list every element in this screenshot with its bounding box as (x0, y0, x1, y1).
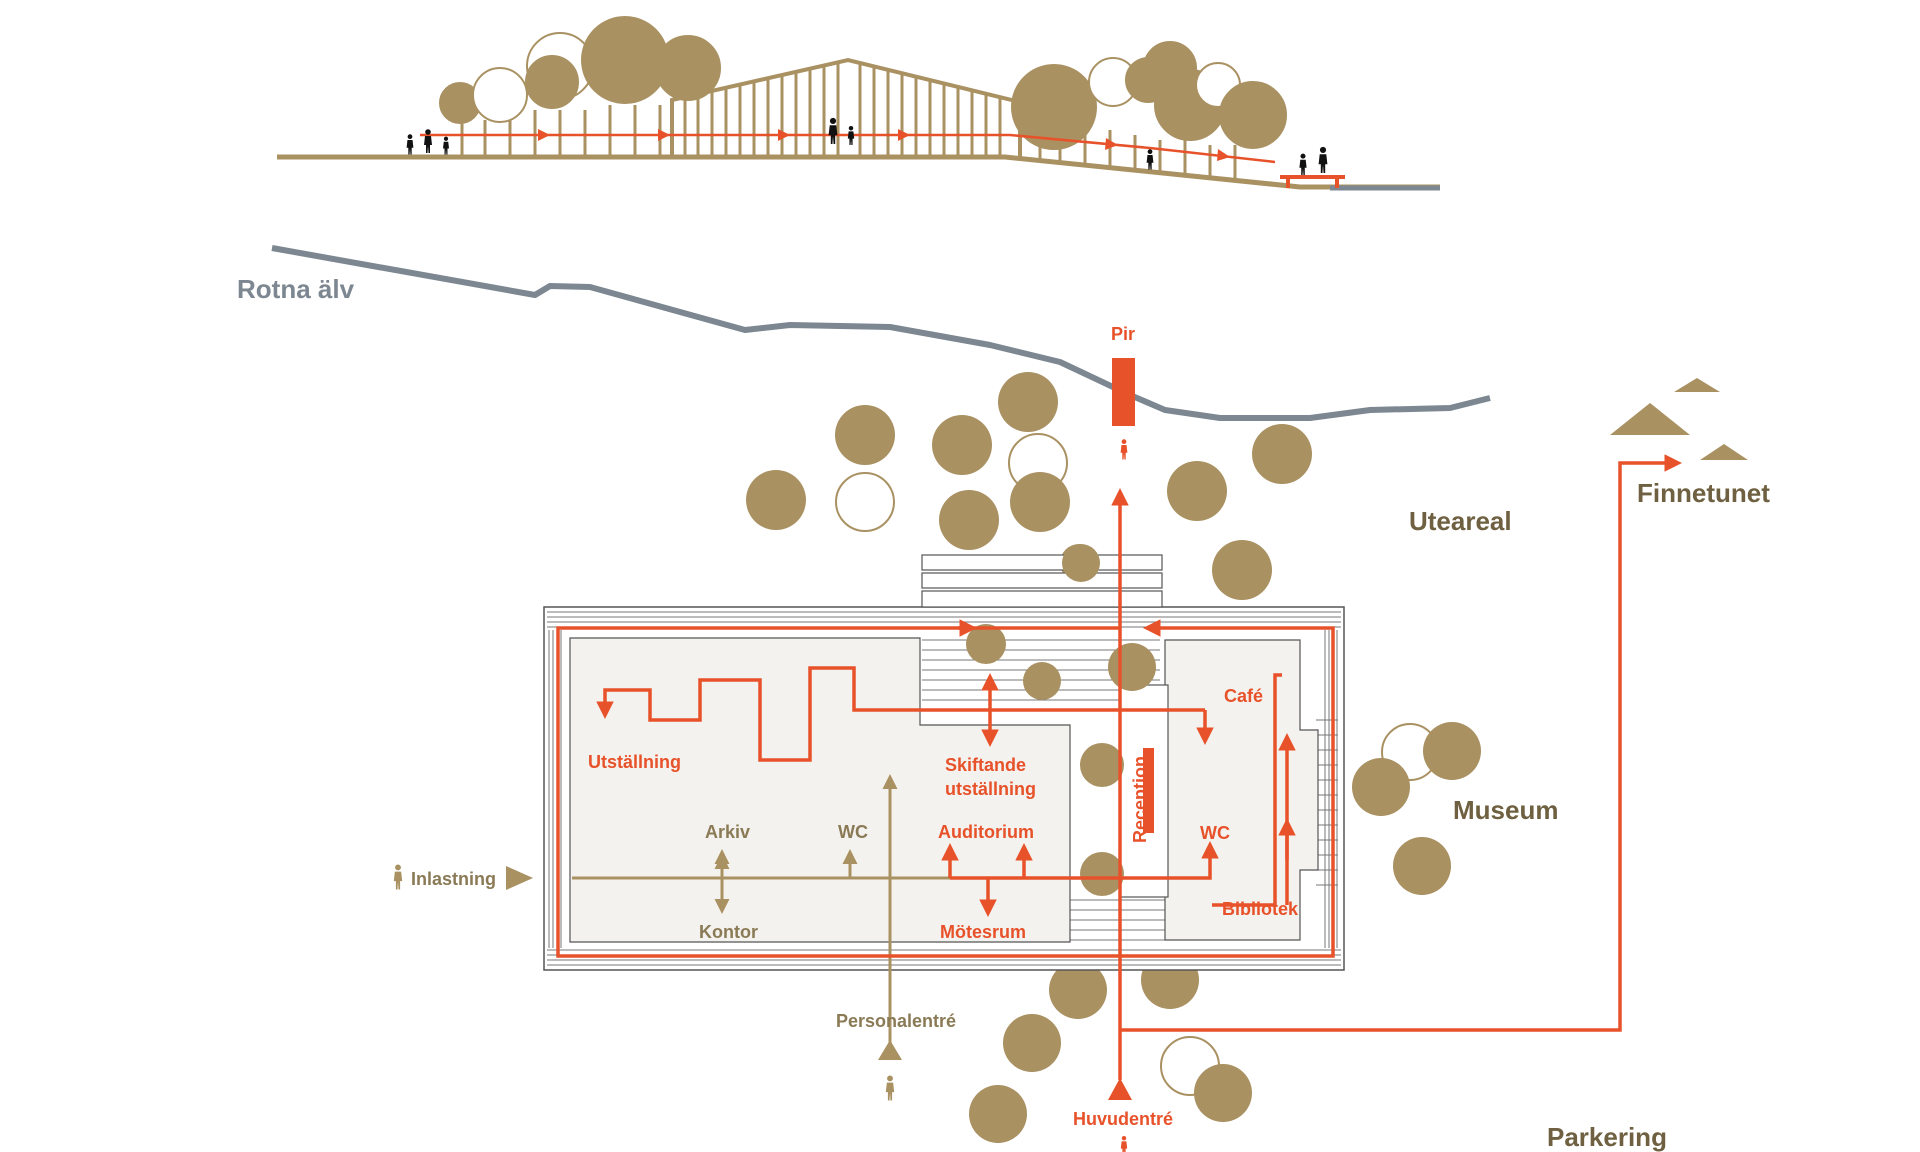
auditorium-label: Auditorium (938, 822, 1034, 842)
exhibition-label: Utställning (588, 752, 681, 772)
main-entrance-walker-icon (1120, 1135, 1128, 1152)
river-line (271, 245, 1491, 421)
section-route-arrows (538, 129, 1230, 161)
loading-walker-icon (393, 864, 403, 890)
section-pier (1280, 175, 1345, 188)
visitor-wc-label: WC (1200, 823, 1230, 843)
meeting-room-label: Mötesrum (940, 922, 1026, 942)
pier-label: Pir (1111, 324, 1135, 344)
library-label: Bibliotek (1222, 899, 1299, 919)
cafe-label: Café (1224, 686, 1263, 706)
west-volume (569, 637, 1071, 943)
main-entrance-label: Huvudentré (1073, 1109, 1173, 1129)
river-label: Rotna älv (237, 274, 355, 304)
staff-entrance-walker-icon (885, 1075, 895, 1101)
museum-building (543, 554, 1345, 971)
deck-steps (921, 554, 1163, 608)
staff-entrance-arrow (878, 1040, 902, 1060)
outdoor-area-label: Uteareal (1409, 506, 1512, 536)
section-route (420, 133, 1276, 164)
changing-exhibition-label-2: utställning (945, 779, 1036, 799)
parking-label: Parkering (1547, 1122, 1667, 1152)
archive-label: Arkiv (705, 822, 750, 842)
pier-walker-icon (1120, 439, 1128, 460)
finnetunet-label: Finnetunet (1637, 478, 1770, 508)
loading-arrow (506, 866, 533, 890)
site-section (277, 16, 1440, 191)
visitor-routes (556, 454, 1682, 1080)
main-entrance-arrow (1108, 1078, 1132, 1100)
pier-structure (1112, 358, 1135, 426)
staff-wc-label: WC (838, 822, 868, 842)
changing-exhibition-label-1: Skiftande (945, 755, 1026, 775)
section-slats (460, 63, 1237, 181)
museum-label: Museum (1453, 795, 1558, 825)
staff-entrance-label: Personalentré (836, 1011, 956, 1031)
reception-desk (1143, 748, 1154, 833)
section-roof (670, 57, 1022, 157)
section-trees (439, 16, 1287, 150)
east-volume (1164, 639, 1319, 941)
office-label: Kontor (699, 922, 758, 942)
loading-label: Inlastning (411, 869, 496, 889)
reception-label: Reception (1130, 756, 1150, 843)
finnetunet-houses (1610, 378, 1748, 460)
